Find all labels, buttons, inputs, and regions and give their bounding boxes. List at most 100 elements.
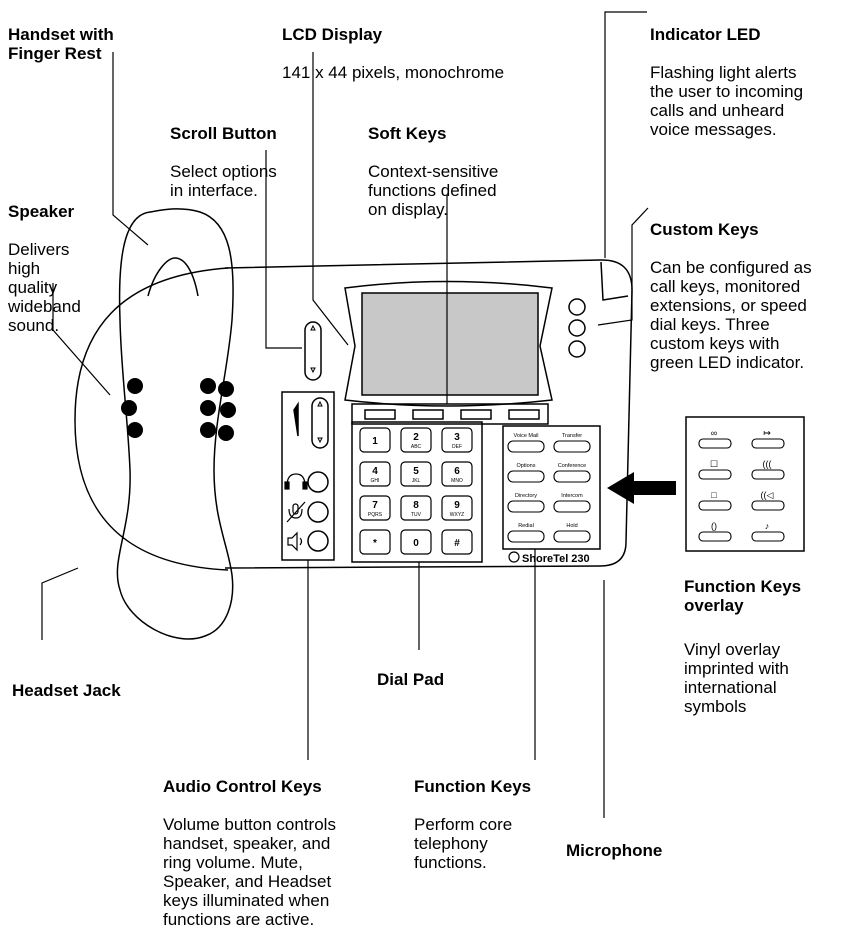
dialpad-key-10[interactable]: * <box>359 529 391 555</box>
directory-icon: □ <box>698 490 732 511</box>
headset-jack-leader <box>41 567 79 640</box>
function-key-label: Intercom <box>561 493 583 499</box>
soft-key-4 <box>508 409 540 420</box>
lcd-callout: LCD Display 141 x 44 pixels, monochrome <box>282 6 504 101</box>
microphone-title: Microphone <box>566 841 663 860</box>
function-key-voice-mail[interactable]: Voice Mail <box>507 433 545 453</box>
headset-jack-title: Headset Jack <box>12 681 121 700</box>
overlay-desc: Vinyl overlay imprinted with internation… <box>684 640 789 716</box>
svg-text:((◁: ((◁ <box>761 490 774 500</box>
function-key-directory[interactable]: Directory <box>507 493 545 513</box>
function-key-options[interactable]: Options <box>507 463 545 483</box>
soft-key-2 <box>412 409 444 420</box>
overlay-arrow <box>607 472 676 504</box>
hold-icon: ♪ <box>751 521 785 542</box>
indicator-tab <box>600 261 629 301</box>
function-key-label: Hold <box>566 523 577 529</box>
function-key-redial[interactable]: Redial <box>507 523 545 543</box>
intercom-icon: ((◁ <box>751 490 785 511</box>
custom-key-3 <box>568 340 586 358</box>
dialpad-letters: ABC <box>411 444 422 450</box>
overlay-card <box>685 416 805 552</box>
dialpad-letters: JKL <box>412 478 421 484</box>
transfer-icon: ↦ <box>751 428 785 449</box>
options-icon: ☐ <box>698 459 732 480</box>
custom-leader <box>597 207 649 326</box>
lcd-desc: 141 x 44 pixels, monochrome <box>282 63 505 82</box>
audio-callout: Audio Control Keys Volume button control… <box>163 758 336 948</box>
dialpad-digit: 2 <box>413 432 419 443</box>
mute-icon <box>286 501 306 523</box>
handset-title: Handset with Finger Rest <box>8 25 114 63</box>
custom-key-2 <box>568 319 586 337</box>
speaker-key <box>307 530 329 552</box>
speaker-dome <box>74 267 229 571</box>
volume-wedge <box>293 401 299 437</box>
overlay-callout: Function Keys overlay Vinyl overlay impr… <box>684 558 801 735</box>
custom-key-1 <box>568 298 586 316</box>
volume-button <box>311 397 329 449</box>
dialpad-letters: PQRS <box>368 512 383 518</box>
softkeys-callout: Soft Keys Context-sensitive functions de… <box>368 105 498 238</box>
dialpad-title: Dial Pad <box>377 670 445 689</box>
headset-key <box>307 471 329 493</box>
soft-key-1 <box>364 409 396 420</box>
svg-text:(): () <box>711 521 717 531</box>
function-key-hold[interactable]: Hold <box>553 523 591 543</box>
dialpad-key-1[interactable]: 1 <box>359 427 391 453</box>
overlay-title: Function Keys overlay <box>684 577 802 615</box>
dialpad-letters: GHI <box>371 478 380 484</box>
dialpad-digit: 1 <box>372 436 378 447</box>
speaker-icon <box>287 531 303 552</box>
scroll-leader <box>265 150 302 349</box>
dialpad-digit: # <box>454 538 460 549</box>
function-key-conference[interactable]: Conference <box>553 463 591 483</box>
audio-title: Audio Control Keys <box>163 777 322 796</box>
dialpad-digit: 8 <box>413 500 419 511</box>
function-key-intercom[interactable]: Intercom <box>553 493 591 513</box>
softkeys-title: Soft Keys <box>368 124 447 143</box>
redial-icon: () <box>698 521 732 542</box>
indicator-callout: Indicator LED Flashing light alerts the … <box>650 6 803 158</box>
phone-body <box>224 259 633 569</box>
overlay-keys: ∞ ↦ ☐ ((( □ ((◁ () ♪ <box>698 428 785 542</box>
handset <box>116 208 234 640</box>
dialpad-key-12[interactable]: # <box>441 529 473 555</box>
svg-text:∞: ∞ <box>711 428 717 438</box>
scroll-callout: Scroll Button Select options in interfac… <box>170 105 277 219</box>
function-key-transfer[interactable]: Transfer <box>553 433 591 453</box>
custom-title: Custom Keys <box>650 220 759 239</box>
svg-text:(((: ((( <box>763 459 772 469</box>
softkeys-desc: Context-sensitive functions defined on d… <box>368 162 499 219</box>
lcd-title: LCD Display <box>282 25 383 44</box>
speaker-holes <box>121 378 236 441</box>
microphone-callout: Microphone <box>566 822 662 879</box>
handset-callout: Handset with Finger Rest <box>8 6 114 82</box>
dialpad-letters: WXYZ <box>450 512 464 518</box>
lcd-leader <box>312 52 349 346</box>
scroll-button <box>304 321 322 381</box>
voicemail-icon: ∞ <box>698 428 732 449</box>
function-key-label: Redial <box>518 523 534 529</box>
svg-text:ShoreTel 230: ShoreTel 230 <box>522 553 590 565</box>
dialpad-digit: 4 <box>372 466 378 477</box>
scroll-title: Scroll Button <box>170 124 277 143</box>
dialpad-digit: 9 <box>454 500 460 511</box>
dialpad-frame <box>351 421 483 563</box>
dialpad-digit: 0 <box>413 538 419 549</box>
dialpad-letters: DEF <box>452 444 462 450</box>
dialpad-key-11[interactable]: 0 <box>400 529 432 555</box>
scroll-desc: Select options in interface. <box>170 162 277 200</box>
function-callout: Function Keys Perform core telephony fun… <box>414 758 531 891</box>
function-key-frame <box>502 425 601 550</box>
